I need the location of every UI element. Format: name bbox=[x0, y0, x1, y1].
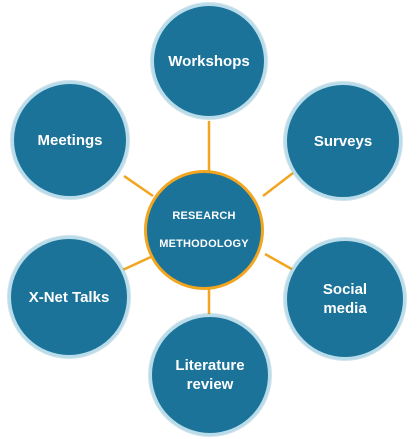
connector-meetings bbox=[123, 174, 154, 198]
node-social-media-label: Social media bbox=[322, 281, 368, 317]
node-surveys-label: Surveys bbox=[313, 132, 373, 150]
center-node-label: RESEARCH METHODOLOGY bbox=[159, 210, 249, 250]
node-meetings-label: Meetings bbox=[37, 131, 103, 149]
node-literature-review-label: Literature review bbox=[175, 357, 245, 393]
node-meetings: Meetings bbox=[11, 81, 129, 199]
node-x-net-talks-label: X-Net Talks bbox=[28, 288, 110, 306]
node-workshops-label: Workshops bbox=[168, 52, 250, 70]
connector-surveys bbox=[262, 172, 294, 197]
center-node-research-methodology: RESEARCH METHODOLOGY bbox=[144, 170, 264, 290]
node-literature-review: Literature review bbox=[149, 314, 271, 436]
node-social-media: Social media bbox=[284, 238, 406, 360]
node-workshops: Workshops bbox=[151, 3, 267, 119]
node-x-net-talks: X-Net Talks bbox=[8, 236, 130, 358]
node-surveys: Surveys bbox=[284, 82, 402, 200]
